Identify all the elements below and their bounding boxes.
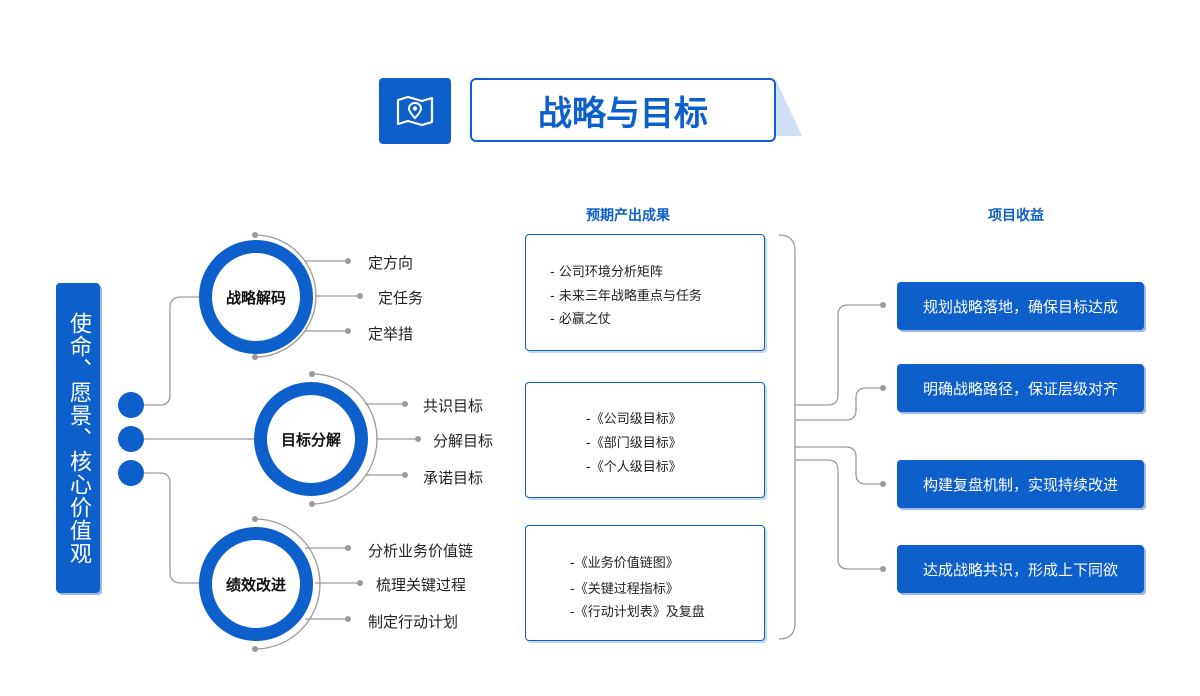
output-item: -《业务价值链图》 [570,556,679,571]
outputs-heading: 预期产出成果 [586,208,670,224]
branch-label: 梳理关键过程 [376,576,467,594]
output-item: -《部门级目标》 [586,436,682,451]
mission-bar: 使命、愿景、核心价值观 [56,283,100,593]
branch-label: 共识目标 [423,397,484,415]
branch-label: 制定行动计划 [368,613,459,631]
branch-label: 分解目标 [433,432,494,450]
pillar-performance-improvement: 绩效改进 [199,527,313,641]
output-item: - 必赢之仗 [550,312,611,327]
branch-label: 定举措 [368,325,414,343]
output-box: - 公司环境分析矩阵 - 未来三年战略重点与任务 - 必赢之仗 [525,234,765,351]
benefit-item: 明确战略路径，保证层级对齐 [897,364,1144,412]
connector-dot [118,426,144,452]
connector-dot [118,460,144,486]
benefit-item: 达成战略共识，形成上下同欲 [897,545,1144,593]
connector-dot [118,392,144,418]
map-pin-icon [379,78,451,144]
output-item: - 公司环境分析矩阵 [550,265,663,280]
title-decoration [776,80,802,136]
branch-label: 定任务 [378,289,424,307]
output-item: -《行动计划表》及复盘 [570,605,705,620]
pillar-goal-breakdown: 目标分解 [254,382,368,496]
output-box: -《公司级目标》 -《部门级目标》 -《个人级目标》 [525,382,765,498]
output-item: -《关键过程指标》 [570,582,679,597]
benefit-item: 构建复盘机制，实现持续改进 [897,460,1144,508]
output-item: -《个人级目标》 [586,460,682,475]
pillar-strategy-decoding: 战略解码 [199,240,313,354]
branch-label: 承诺目标 [423,469,484,487]
benefit-item: 规划战略落地，确保目标达成 [897,282,1144,330]
branch-label: 定方向 [368,254,414,272]
branch-label: 分析业务价值链 [368,542,474,560]
output-item: -《公司级目标》 [586,412,682,427]
benefits-heading: 项目收益 [988,208,1044,224]
output-box: -《业务价值链图》 -《关键过程指标》 -《行动计划表》及复盘 [525,525,765,641]
page-title: 战略与目标 [470,78,776,142]
output-item: - 未来三年战略重点与任务 [550,289,702,304]
